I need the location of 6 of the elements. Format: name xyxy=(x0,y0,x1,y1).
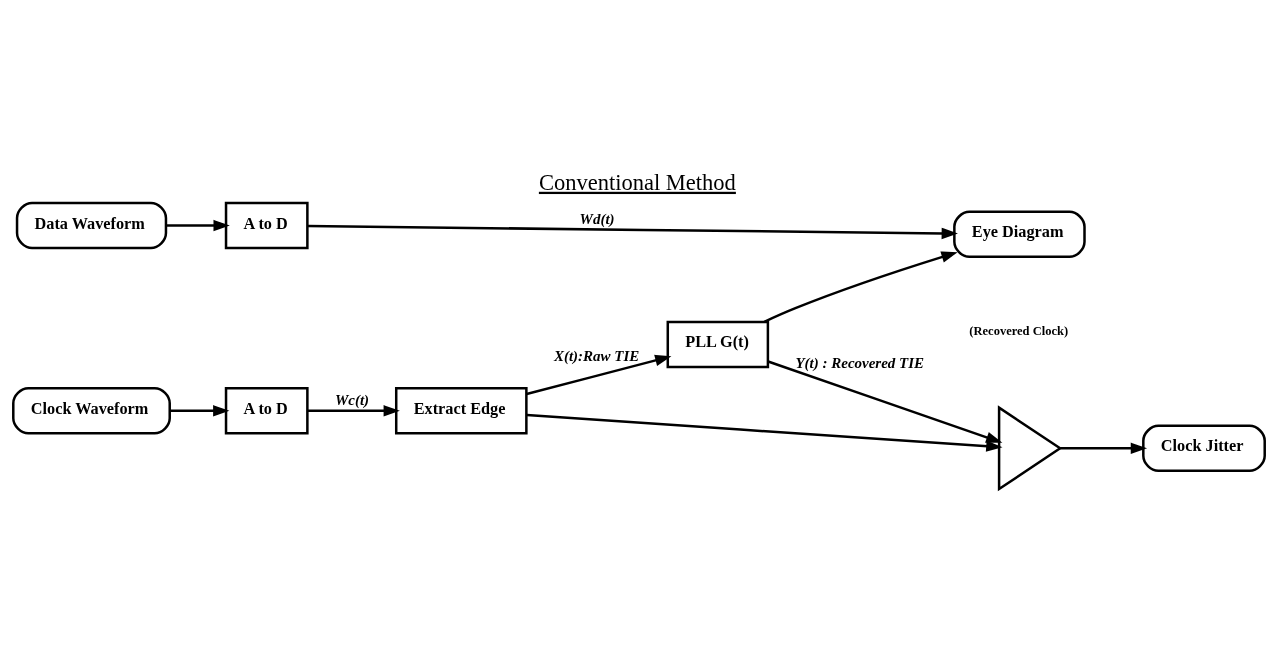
label: (Recovered Clock) xyxy=(969,324,1069,339)
edge-label: Wd(t) xyxy=(579,210,615,227)
edge-label: Y(t) : Recovered TIE xyxy=(795,354,925,371)
edge-label: Wc(t) xyxy=(334,392,370,409)
edge-label: X(t):Raw TIE xyxy=(553,348,640,365)
diagram-title: Conventional Method xyxy=(538,169,736,195)
